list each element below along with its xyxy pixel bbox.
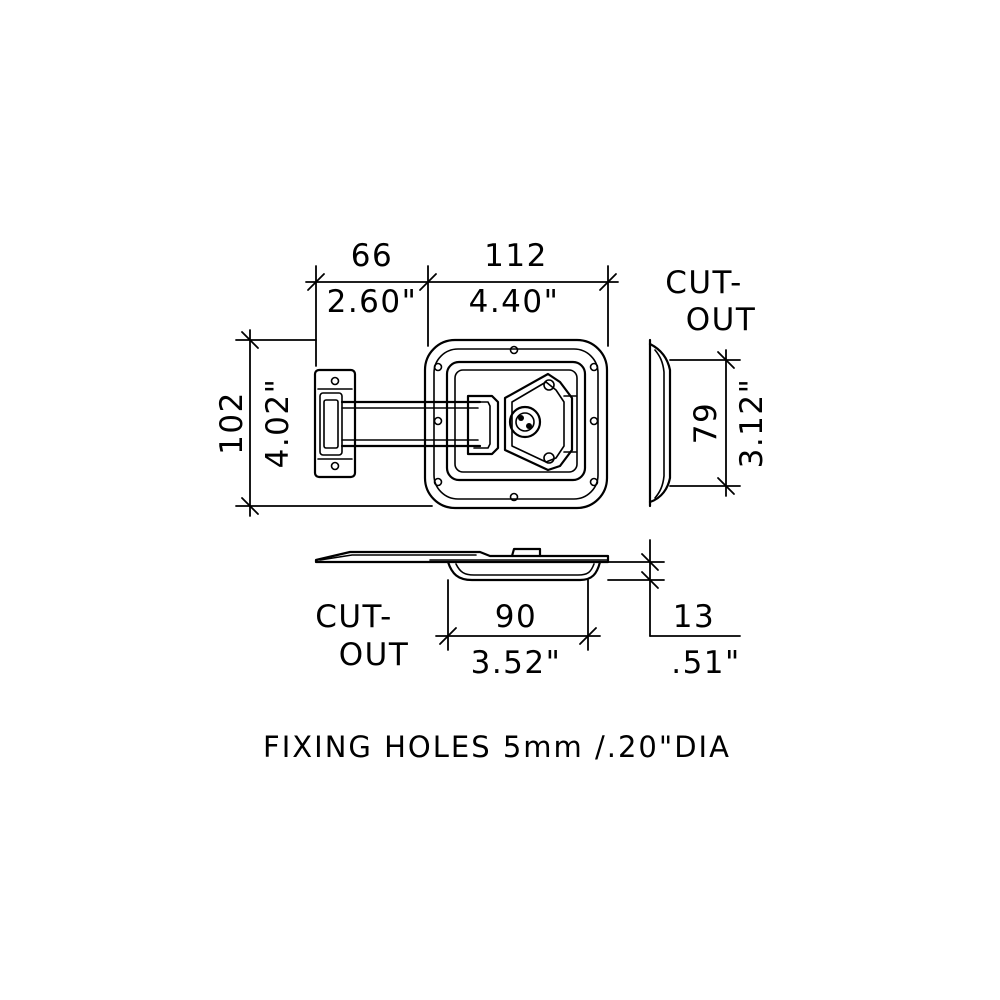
cutout-width-mm: 90 [495, 599, 537, 635]
latch-dish [423, 338, 609, 510]
cutout-width-in: 3.52" [471, 645, 562, 681]
cutout-right-line1: CUT- [665, 265, 743, 301]
height-mm: 102 [214, 391, 250, 455]
fixing-holes-note: FIXING HOLES 5mm /.20"DIA [263, 730, 731, 764]
depth-mm: 13 [673, 599, 715, 635]
cutout-bottom-line1: CUT- [315, 599, 393, 635]
cutout-height-in: 3.12" [734, 378, 770, 469]
width-left-mm: 66 [351, 238, 393, 274]
dimension-lines [235, 265, 741, 651]
front-view [314, 547, 610, 582]
keeper-plate [313, 368, 357, 479]
bail-strap [340, 394, 500, 456]
depth-in: .51" [671, 645, 741, 681]
height-in: 4.02" [260, 378, 296, 469]
cutout-height-mm: 79 [688, 402, 724, 444]
cutout-bottom-line2: OUT [339, 637, 410, 673]
width-left-in: 2.60" [327, 284, 418, 320]
top-view [313, 338, 609, 510]
cutout-right-line2: OUT [686, 302, 757, 338]
width-right-in: 4.40" [469, 284, 560, 320]
side-view [648, 338, 672, 508]
width-right-mm: 112 [484, 238, 548, 274]
butterfly-handle [503, 372, 577, 472]
